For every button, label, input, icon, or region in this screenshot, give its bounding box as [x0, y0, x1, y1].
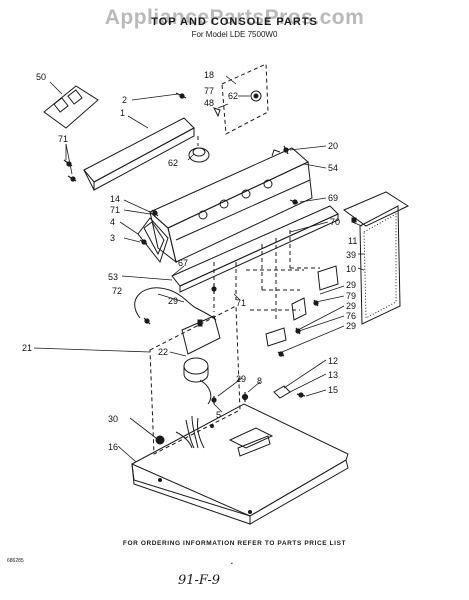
callout-29-b: 29 [168, 296, 178, 306]
console-base-panel [171, 205, 339, 293]
callout-13: 13 [328, 370, 338, 380]
console-housing [149, 147, 313, 264]
filter-screen [342, 191, 410, 325]
callout-10: 10 [346, 264, 356, 274]
callout-62-upper: 62 [228, 91, 238, 101]
timer-assembly [149, 305, 241, 455]
callout-62-lower: 62 [168, 158, 178, 168]
callout-29-d: 29 [346, 321, 356, 331]
knob-group-box [213, 63, 269, 135]
callout-71: 71 [58, 134, 68, 144]
diagram-title: TOP AND CONSOLE PARTS [151, 16, 318, 28]
callout-69: 69 [328, 193, 338, 203]
callout-70: 70 [330, 217, 340, 227]
callout-29-c: 29 [346, 301, 356, 311]
grommet [155, 435, 165, 445]
callout-30: 30 [108, 414, 118, 424]
callout-11: 11 [348, 236, 357, 246]
callout-67: 67 [178, 258, 188, 268]
footer-dot: • [231, 561, 233, 567]
handwritten-note: 91-F-9 [178, 573, 221, 588]
callout-12: 12 [328, 356, 338, 366]
end-bracket [137, 217, 169, 264]
callout-39: 39 [346, 250, 356, 260]
end-cap-part [43, 85, 99, 129]
watermark: AppliancePartsPros.com [104, 6, 365, 29]
callout-29-e: 29 [236, 374, 246, 384]
callout-8: 8 [257, 376, 262, 386]
model-subtitle: For Model LDE 7500W0 [191, 30, 278, 39]
callout-labels: 50 2 1 71 18 77 48 62 62 20 54 69 14 71 … [22, 70, 357, 452]
rear-trim-panel [83, 117, 195, 191]
callout-2: 2 [122, 95, 127, 105]
callout-71-mid: 71 [110, 205, 120, 215]
dashed-leader-lines [197, 136, 320, 320]
callout-48: 48 [204, 98, 214, 108]
callout-22: 22 [158, 347, 168, 357]
callout-15: 15 [328, 385, 338, 395]
callout-18: 18 [204, 70, 214, 80]
callout-5: 5 [216, 410, 221, 420]
callout-1: 1 [120, 108, 125, 118]
wire-bundle [175, 415, 205, 449]
callout-4: 4 [110, 217, 115, 227]
callout-14: 14 [110, 194, 120, 204]
callout-21: 21 [22, 343, 32, 353]
top-panel [131, 403, 349, 525]
callout-76: 76 [346, 311, 356, 321]
screws [63, 92, 319, 404]
callout-16: 16 [108, 442, 118, 452]
callout-72: 72 [112, 286, 122, 296]
callout-77: 77 [204, 86, 214, 96]
callout-29-a: 29 [346, 280, 356, 290]
callout-71-lower: 71 [236, 298, 246, 308]
callout-53: 53 [108, 272, 118, 282]
catalog-code: 686285 [7, 558, 24, 564]
ordering-footer: FOR ORDERING INFORMATION REFER TO PARTS … [122, 540, 347, 547]
callout-54: 54 [328, 163, 338, 173]
callout-leader-lines [33, 75, 365, 463]
callout-79: 79 [346, 291, 356, 301]
callout-20: 20 [328, 141, 338, 151]
control-knob [188, 147, 210, 163]
callout-3: 3 [110, 233, 115, 243]
callout-50: 50 [36, 72, 46, 82]
